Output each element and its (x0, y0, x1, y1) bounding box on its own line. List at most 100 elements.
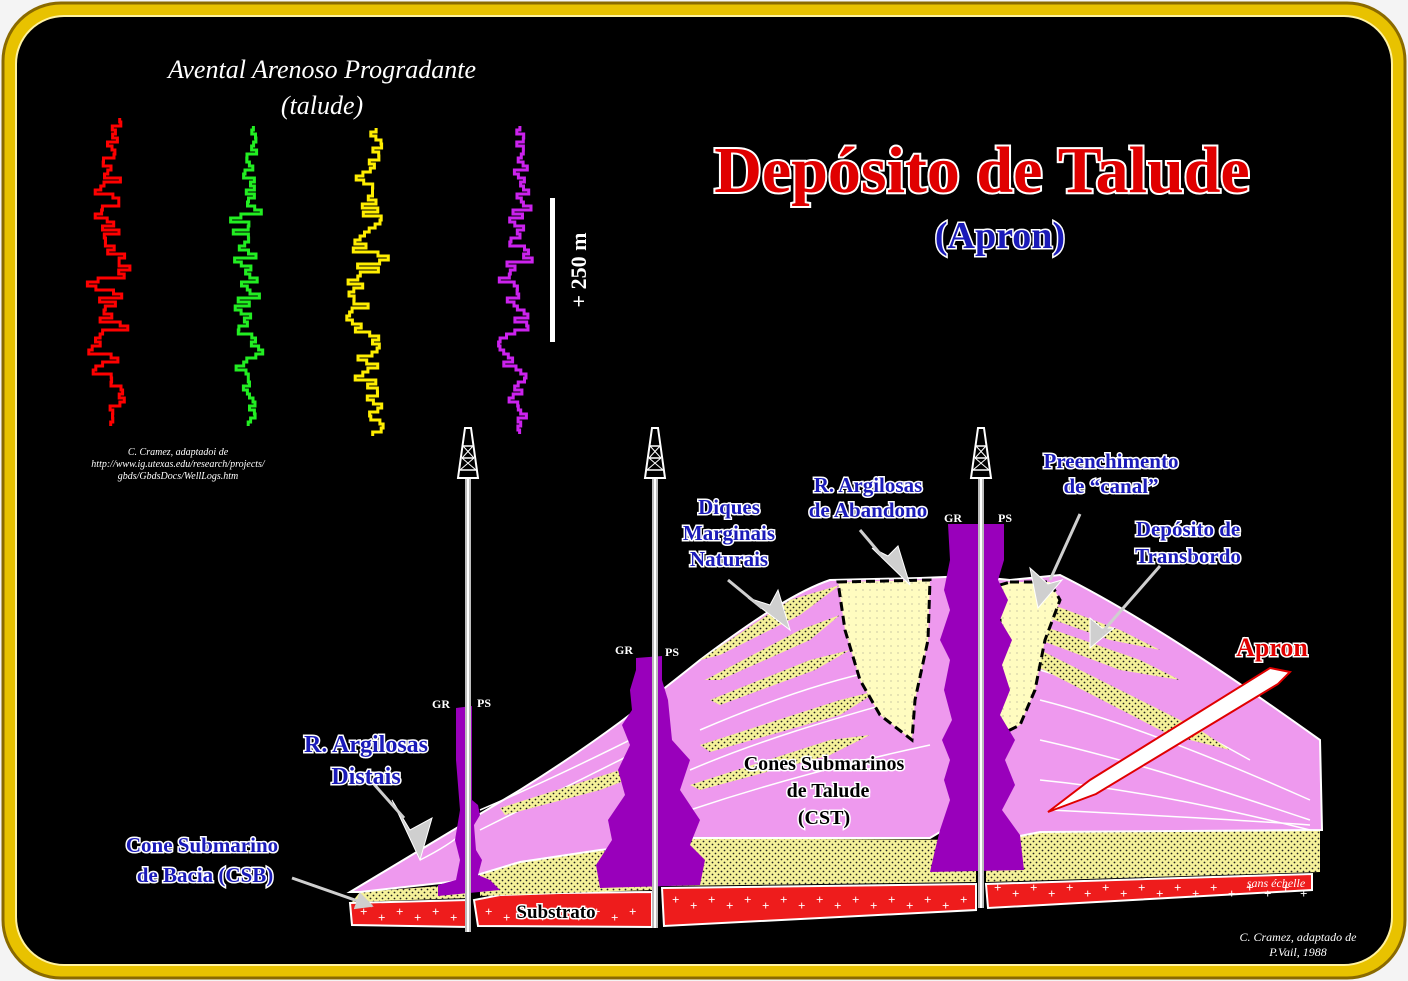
log-panel-title: Avental Arenoso Progradante (166, 55, 476, 84)
derrick-part (459, 457, 475, 471)
derrick-icon (643, 427, 667, 479)
well-rigs (456, 427, 993, 932)
derrick-part (974, 445, 987, 459)
arrow-abandono-shaft (858, 529, 884, 557)
plus-mark: + (1228, 886, 1235, 901)
plus-mark: + (1048, 886, 1055, 901)
plus-mark: + (1156, 886, 1163, 901)
plus-mark: + (521, 904, 528, 919)
label-diques-1: Diques (698, 495, 760, 519)
plus-mark: + (1012, 886, 1019, 901)
plus-mark: + (1102, 880, 1109, 895)
bedding-line (1049, 809, 1311, 826)
label-transbordo-2: Transbordo (1135, 544, 1241, 568)
derrick-icon (456, 427, 480, 479)
bedding-line (1039, 739, 1311, 821)
plus-mark: + (360, 904, 367, 919)
log-panel-subtitle: (talude) (281, 91, 363, 120)
main-title: Depósito de Talude (714, 134, 1249, 207)
scale-bar (550, 198, 555, 342)
well-logs (85, 118, 534, 436)
label-cones-talude-1: Cones Submarinos (744, 753, 905, 775)
plus-mark: + (1192, 886, 1199, 901)
arrow-distais-shaft (370, 781, 406, 819)
plus-mark: + (690, 898, 697, 913)
derrick-part (643, 427, 667, 479)
arrow-transbordo (1089, 616, 1116, 650)
footer-credit-line1: C. Cramez, adaptado de (1240, 930, 1358, 944)
plus-mark: + (539, 910, 546, 925)
plus-mark: + (629, 904, 636, 919)
plus-mark: + (834, 898, 841, 913)
plus-mark: + (942, 898, 949, 913)
plus-mark: + (1066, 880, 1073, 895)
plus-mark: + (762, 898, 769, 913)
plus-mark: + (414, 910, 421, 925)
plus-mark: + (870, 898, 877, 913)
well-1-ps-label: PS (477, 696, 491, 710)
derrick-part (975, 445, 988, 459)
plus-mark: + (1282, 880, 1289, 895)
log-credit-line3: gbds/GbdsDocs/WellLogs.htm (118, 471, 238, 482)
arrow-diques-shaft (727, 578, 763, 610)
derrick-part (646, 457, 662, 471)
plus-mark: + (906, 898, 913, 913)
derrick-part (461, 457, 477, 471)
footer-credit-line2: P.Vail, 1988 (1268, 945, 1326, 959)
plus-mark: + (888, 892, 895, 907)
label-diques-2: Marginais (683, 521, 775, 545)
label-abandono-1: R. Argilosas (814, 473, 923, 497)
plus-mark: + (432, 904, 439, 919)
bedding-line (479, 734, 641, 811)
well-3-gr-label: GR (944, 511, 962, 525)
plus-mark: + (503, 910, 510, 925)
pointer-arrows (291, 513, 1162, 910)
plus-mark: + (485, 904, 492, 919)
derrick-icon (969, 427, 993, 479)
plus-mark: + (557, 904, 564, 919)
substrate: + + + + + + + + + + + + + + + + + + + + + + + + + + + + + + + + + + + + + + + +… (348, 872, 1313, 929)
plus-mark: + (575, 910, 582, 925)
plus-mark: + (672, 892, 679, 907)
plus-mark: + (726, 898, 733, 913)
derrick-part (648, 445, 661, 459)
derrick-part (974, 457, 990, 471)
apron-arrow (1047, 666, 1293, 813)
plus-mark: + (924, 892, 931, 907)
arrow-diques (747, 588, 791, 632)
plus-mark: + (1030, 880, 1037, 895)
plus-mark: + (1138, 880, 1145, 895)
label-r-argilosas-distais-1: R. Argilosas (304, 732, 428, 758)
plus-mark: + (960, 892, 967, 907)
plus-mark: + (396, 904, 403, 919)
well-2-gr-label: GR (615, 643, 633, 657)
well-log-trace (85, 118, 132, 426)
log-credit-line2: http://www.ig.utexas.edu/research/projec… (91, 459, 266, 470)
derrick-part (972, 457, 988, 471)
label-cone-bacia-1: Cone Submarino (126, 833, 278, 857)
substrate-plus-marks: + + + + + + + + + + + + + + + + + + + + + + + + + + + + + + + + + + + + + + + +… (360, 880, 1307, 925)
label-cones-talude-2: de Talude (787, 780, 870, 802)
well-3-ps-label: PS (998, 511, 1012, 525)
well-2-ps-label: PS (665, 645, 679, 659)
label-scale-note: sans échelle (1247, 876, 1306, 890)
plus-mark: + (1120, 886, 1127, 901)
label-preenchimento-1: Preenchimento (1044, 449, 1179, 473)
plus-mark: + (852, 892, 859, 907)
derrick-part (969, 427, 993, 479)
plus-mark: + (593, 904, 600, 919)
derrick-part (648, 457, 664, 471)
arrow-distais (391, 799, 433, 862)
plus-mark: + (450, 910, 457, 925)
arrow-preenchimento-shaft (1048, 513, 1082, 581)
derrick-part (462, 445, 475, 459)
plus-mark: + (780, 892, 787, 907)
plus-mark: + (1300, 886, 1307, 901)
plus-mark: + (1264, 886, 1271, 901)
plus-mark: + (378, 910, 385, 925)
label-transbordo-1: Depósito de (1136, 517, 1240, 541)
arrow-preenchimento (1029, 566, 1064, 610)
derrick-part (456, 427, 480, 479)
derrick-part (461, 445, 474, 459)
